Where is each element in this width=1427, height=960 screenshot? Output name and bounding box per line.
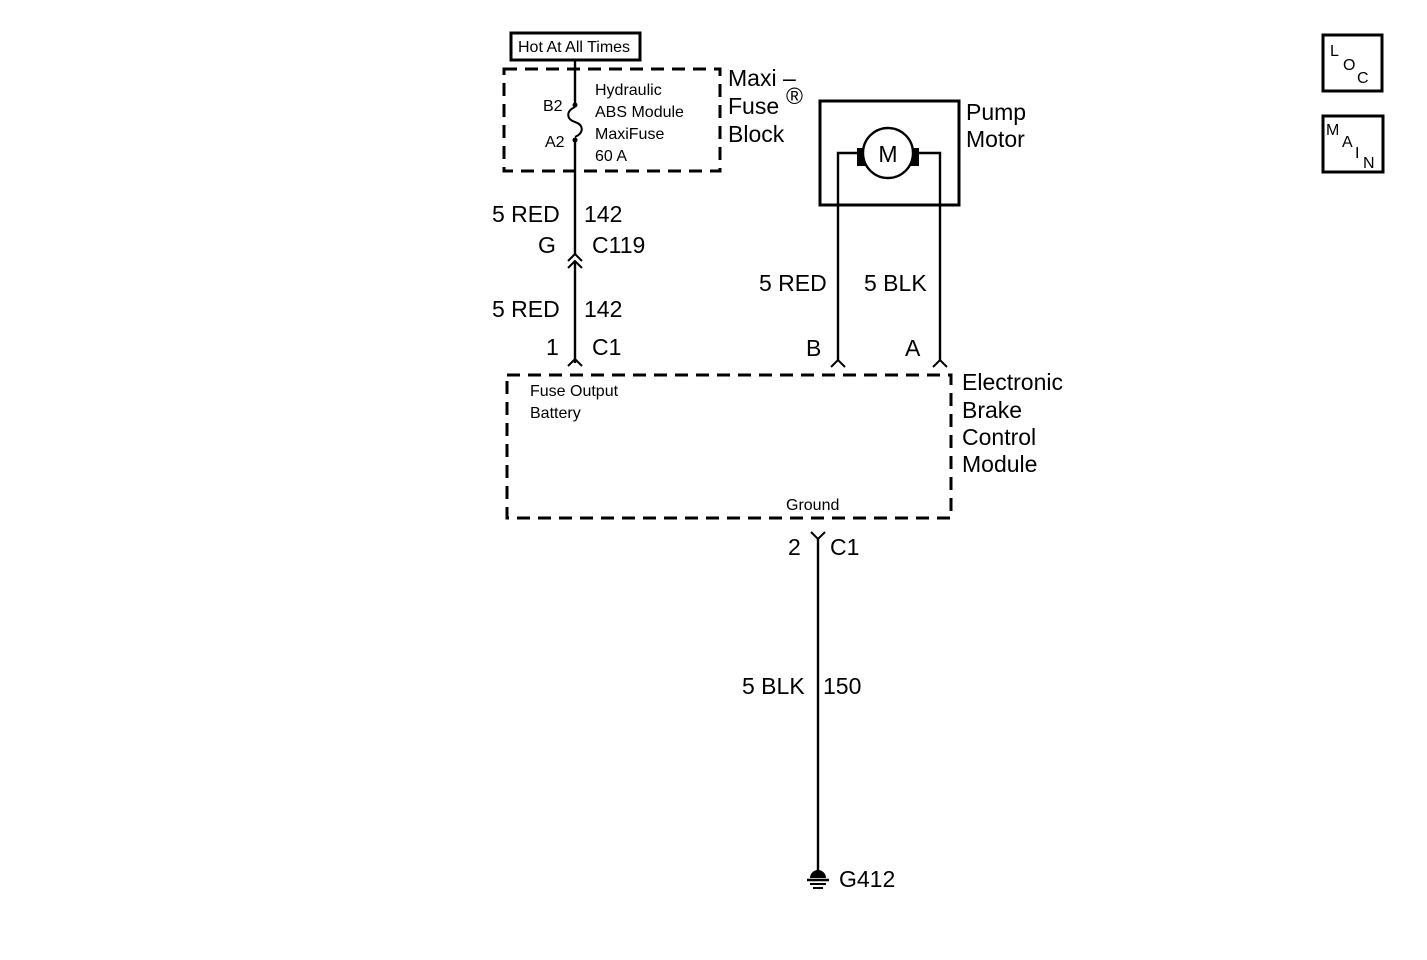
- wire-142-upper-color: 5 RED: [492, 201, 560, 227]
- c1-pin1-number: 1: [546, 334, 559, 360]
- fuse-terminal-top: [572, 102, 578, 108]
- loc-button[interactable]: L O C: [1321, 33, 1384, 93]
- pin-a-label: A: [905, 335, 921, 361]
- loc-letter-l: L: [1330, 43, 1339, 60]
- pump-motor-title-line1: Pump: [966, 99, 1026, 125]
- fuse-symbol: [567, 106, 583, 138]
- pin-b-label: B: [806, 335, 821, 361]
- motor-lead-black-label: 5 BLK: [864, 270, 927, 296]
- main-button-frame[interactable]: [1321, 114, 1385, 174]
- ground-icon: [807, 870, 829, 889]
- c119-chevron-top: [567, 252, 583, 262]
- c119-name: C119: [592, 232, 645, 258]
- fuse-name-line2: ABS Module: [595, 104, 684, 121]
- ground-eyelet: [810, 870, 826, 878]
- wire-150-circuit: 150: [823, 673, 861, 699]
- ebcm-title-line1: Electronic: [962, 369, 1063, 395]
- motor-symbol-label: M: [878, 141, 897, 167]
- main-letter-a: A: [1342, 134, 1353, 151]
- c1-pin2-number: 2: [788, 534, 801, 560]
- motor-lead-black: [919, 151, 942, 360]
- main-letter-m: M: [1326, 122, 1339, 139]
- ebcm-ground-label: Ground: [786, 497, 839, 514]
- c1-pin2-name: C1: [830, 534, 859, 560]
- wire-142-upper-circuit: 142: [584, 201, 622, 227]
- c1-pin2-chevron: [810, 531, 826, 541]
- wire-142-lower-color: 5 RED: [492, 296, 560, 322]
- main-letter-i: I: [1355, 145, 1359, 162]
- ebcm-inner-line1: Fuse Output: [530, 383, 619, 400]
- fuse-name-line3: MaxiFuse: [595, 126, 664, 143]
- motor-brush-left: [857, 148, 866, 166]
- ebcm-outline: [505, 373, 953, 520]
- c1-pin1-name: C1: [592, 334, 621, 360]
- fuse-block-outline: [502, 67, 722, 173]
- pin-a-chevron: [932, 358, 948, 368]
- fuse-block-title-line2: Fuse: [728, 93, 779, 119]
- fuse-name-line1: Hydraulic: [595, 82, 662, 99]
- motor-lead-red: [836, 151, 857, 360]
- c1-pin1-chevron: [567, 357, 583, 367]
- registered-mark: ®: [786, 83, 803, 109]
- fuse-block-title-line1: Maxi –: [728, 65, 796, 91]
- loc-letter-c: C: [1357, 70, 1369, 87]
- ground-name: G412: [839, 866, 895, 892]
- ebcm-title-line3: Control: [962, 424, 1036, 450]
- ebcm-title-line2: Brake: [962, 397, 1022, 423]
- pin-b-chevron: [830, 358, 846, 368]
- fuse-pin-top: B2: [543, 98, 563, 115]
- motor-lead-red-label: 5 RED: [759, 270, 827, 296]
- motor-symbol: [861, 126, 915, 180]
- power-source-label: Hot At All Times: [518, 39, 630, 56]
- motor-brush-right: [910, 148, 919, 166]
- main-letter-n: N: [1363, 155, 1375, 172]
- c119-pin: G: [538, 232, 556, 258]
- loc-letter-o: O: [1343, 57, 1355, 74]
- ebcm-inner-line2: Battery: [530, 405, 581, 422]
- fuse-rating: 60 A: [595, 148, 627, 165]
- main-button[interactable]: M A I N: [1321, 114, 1385, 174]
- fuse-pin-bottom: A2: [545, 134, 565, 151]
- wire-142-lower-circuit: 142: [584, 296, 622, 322]
- fuse-block-title-line3: Block: [728, 121, 785, 147]
- loc-button-frame[interactable]: [1321, 33, 1384, 93]
- wire-150-color: 5 BLK: [742, 673, 805, 699]
- ebcm-title-line4: Module: [962, 451, 1037, 477]
- pump-motor-title-line2: Motor: [966, 126, 1025, 152]
